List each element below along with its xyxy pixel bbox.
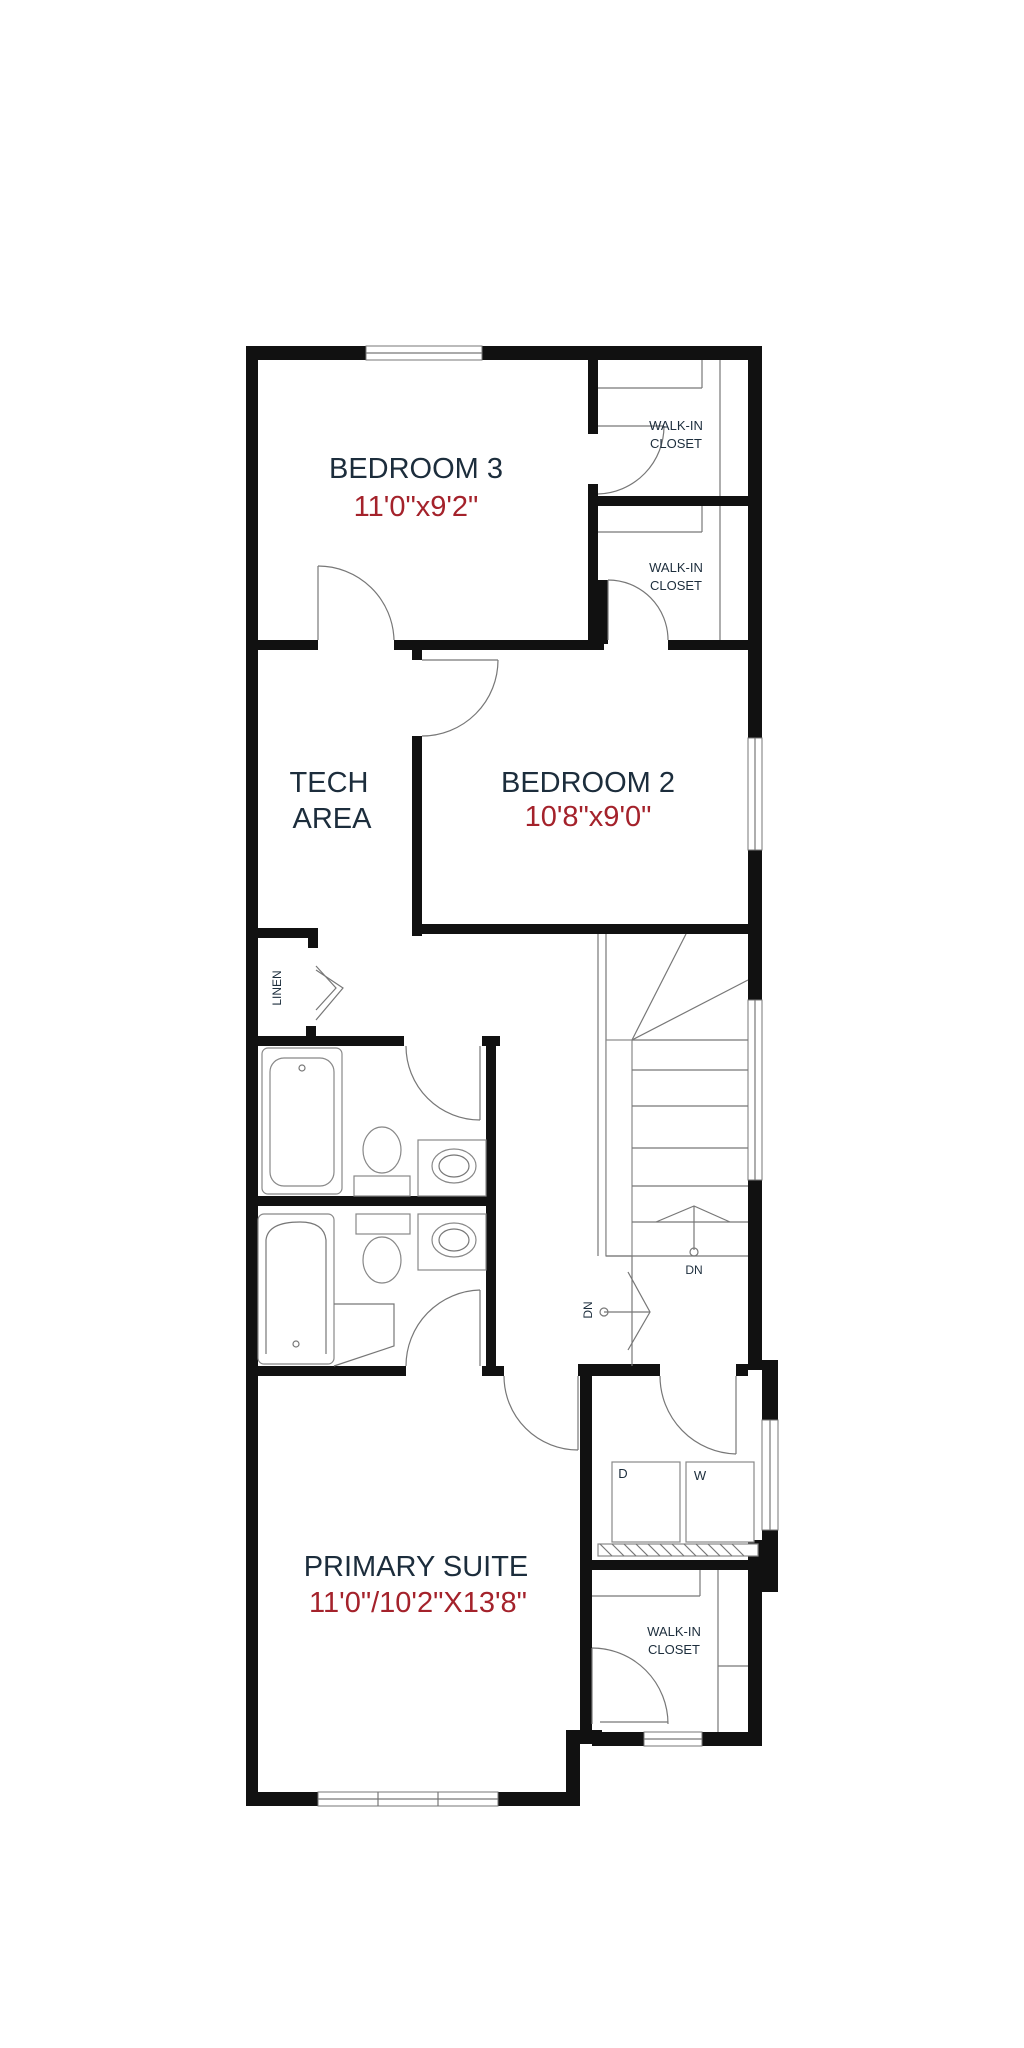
stair-down-label: DN <box>685 1263 702 1277</box>
closet-shelving <box>592 360 748 1732</box>
tech-area-label-2: AREA <box>293 803 373 835</box>
bedroom2-dimensions: 10'8"x9'0" <box>525 801 652 833</box>
washer-label: W <box>694 1468 707 1483</box>
stair-down-label-2: DN <box>581 1301 595 1318</box>
walkin-closet-2-label-2: CLOSET <box>650 578 702 593</box>
tech-area-label-1: TECH <box>290 767 369 799</box>
bathroom-fixtures <box>257 1047 487 1367</box>
walkin-closet-2-label: WALK-IN <box>649 560 703 575</box>
dryer-label: D <box>618 1466 627 1481</box>
bedroom3-dimensions: 11'0"x9'2" <box>354 491 479 523</box>
interior-walls <box>258 360 762 1730</box>
linen-label: LINEN <box>270 970 284 1005</box>
laundry-appliances <box>597 1461 759 1557</box>
primary-suite-name: PRIMARY SUITE <box>304 1551 529 1583</box>
doors <box>315 425 737 1725</box>
walkin-closet-1-label: WALK-IN <box>649 418 703 433</box>
bedroom3-name: BEDROOM 3 <box>329 453 503 485</box>
primary-suite-dimensions: 11'0"/10'2"X13'8" <box>309 1587 527 1619</box>
walkin-closet-3-label-2: CLOSET <box>648 1642 700 1657</box>
walkin-closet-1-label-2: CLOSET <box>650 436 702 451</box>
room-labels: BEDROOM 3 11'0"x9'2" WALK-IN CLOSET WALK… <box>270 418 707 1657</box>
walkin-closet-3-label: WALK-IN <box>647 1624 701 1639</box>
staircase <box>597 933 749 1366</box>
windows <box>317 345 779 1807</box>
bedroom2-name: BEDROOM 2 <box>501 767 675 799</box>
